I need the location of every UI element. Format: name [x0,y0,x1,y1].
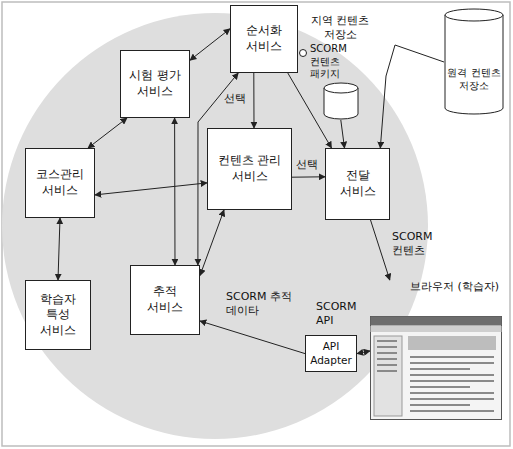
service-box: 순서화 서비스 [230,5,298,73]
text-line [410,368,470,370]
text-line [410,392,494,394]
text-line [410,380,494,382]
browser-screenshot [370,316,502,420]
adapter-box: API Adapter [305,335,357,372]
connector [174,118,175,265]
menu-line [377,340,397,342]
connector [341,120,345,148]
text-line [410,356,494,358]
connector [200,321,305,354]
connector [371,220,390,280]
connector [380,45,444,148]
menu-line [377,352,397,354]
connector [88,118,127,148]
package-label: SCORM 컨텐츠 패키지 [310,43,372,81]
node-text: 코스관리 서비스 [30,167,90,198]
text-line [410,362,494,364]
node-text: 순서화 서비스 [235,23,293,54]
text-line [410,374,494,376]
node-text: 컨텐츠 관리 서비스 [212,153,287,184]
node-text: API Adapter [310,340,352,367]
connector [95,183,207,195]
repository-cylinder: 원격 컨텐츠 저장소 [444,8,504,116]
edge-label: SCORM 추적 데이타 [226,290,298,318]
node-text: 시험 평가 서비스 [125,68,185,99]
text-line [410,398,494,400]
cylinder-top [445,9,503,21]
text-line [410,404,470,406]
cylinder-body [445,15,503,114]
connector [58,218,60,280]
edge-label: SCORM 컨텐츠 [392,230,452,258]
edge-label: 선택 [296,158,318,172]
service-box: 컨텐츠 관리 서비스 [207,128,292,210]
window-frame [371,317,502,420]
menu-line [377,370,397,372]
node-text: 지역 컨텐츠 저장소 [298,14,382,43]
title-bar [371,317,502,326]
service-box: 전달 서비스 [325,148,390,220]
frame [2,2,510,446]
node-text: 브라우저 (학습자) [370,280,502,294]
connector [292,176,325,177]
repository-cylinder: 지역 컨텐츠 저장소 [298,14,382,120]
service-box: 시험 평가 서비스 [120,50,190,118]
edge-label: 선택 [224,92,246,106]
browser-window: 브라우저 (학습자) [370,280,502,422]
text-line [410,410,494,412]
edge-label: SCORM API [316,300,364,328]
cylinder-top [324,83,358,93]
menu-line [377,346,397,348]
cylinder-shape [444,8,504,116]
connector [357,351,370,354]
node-text: 학습자 특성 서비스 [30,292,86,339]
tool-bar [371,326,502,332]
menu-line [377,364,397,366]
node-text: 추적 서비스 [135,284,195,315]
package-dot [300,50,307,57]
system-region [2,13,428,439]
service-box: 학습자 특성 서비스 [25,280,91,350]
node-text: 전달 서비스 [330,168,385,199]
cylinder-shape [323,82,359,120]
node-text: 원격 컨텐츠 저장소 [444,8,504,92]
connector [190,29,230,60]
connector [200,210,224,276]
service-box: 코스관리 서비스 [25,148,95,218]
side-menu [374,336,402,416]
connector [253,73,254,128]
menu-line [377,358,397,360]
banner [408,336,496,350]
text-line [410,386,470,388]
service-box: 추적 서비스 [130,265,200,335]
